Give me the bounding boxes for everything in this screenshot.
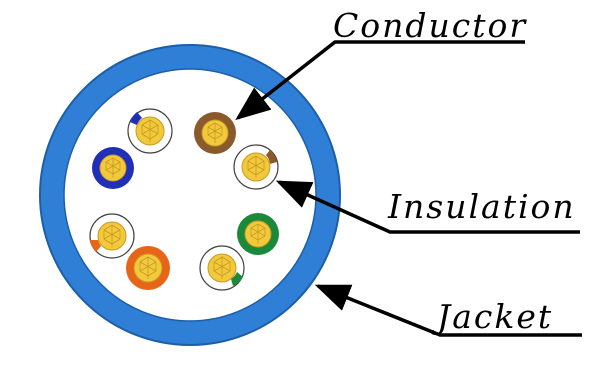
insulation-label: Insulation <box>388 187 576 226</box>
wire-white-blue-stripe <box>127 108 173 154</box>
wire-orange-solid <box>126 246 170 290</box>
cable-interior <box>63 68 317 322</box>
conductor-label: Conductor <box>333 6 528 45</box>
wire-white-brown-stripe <box>233 144 279 190</box>
wire-green-solid <box>237 213 279 255</box>
wire-blue-solid <box>92 147 134 189</box>
insulation-leader-line <box>275 180 580 234</box>
wire-brown-solid <box>194 112 236 154</box>
wire-white-orange-stripe <box>89 213 135 259</box>
jacket-label: Jacket <box>437 297 554 336</box>
jacket-leader-line <box>314 284 582 337</box>
conductor-leader-line <box>235 40 525 121</box>
wire-white-green-stripe <box>199 245 245 291</box>
